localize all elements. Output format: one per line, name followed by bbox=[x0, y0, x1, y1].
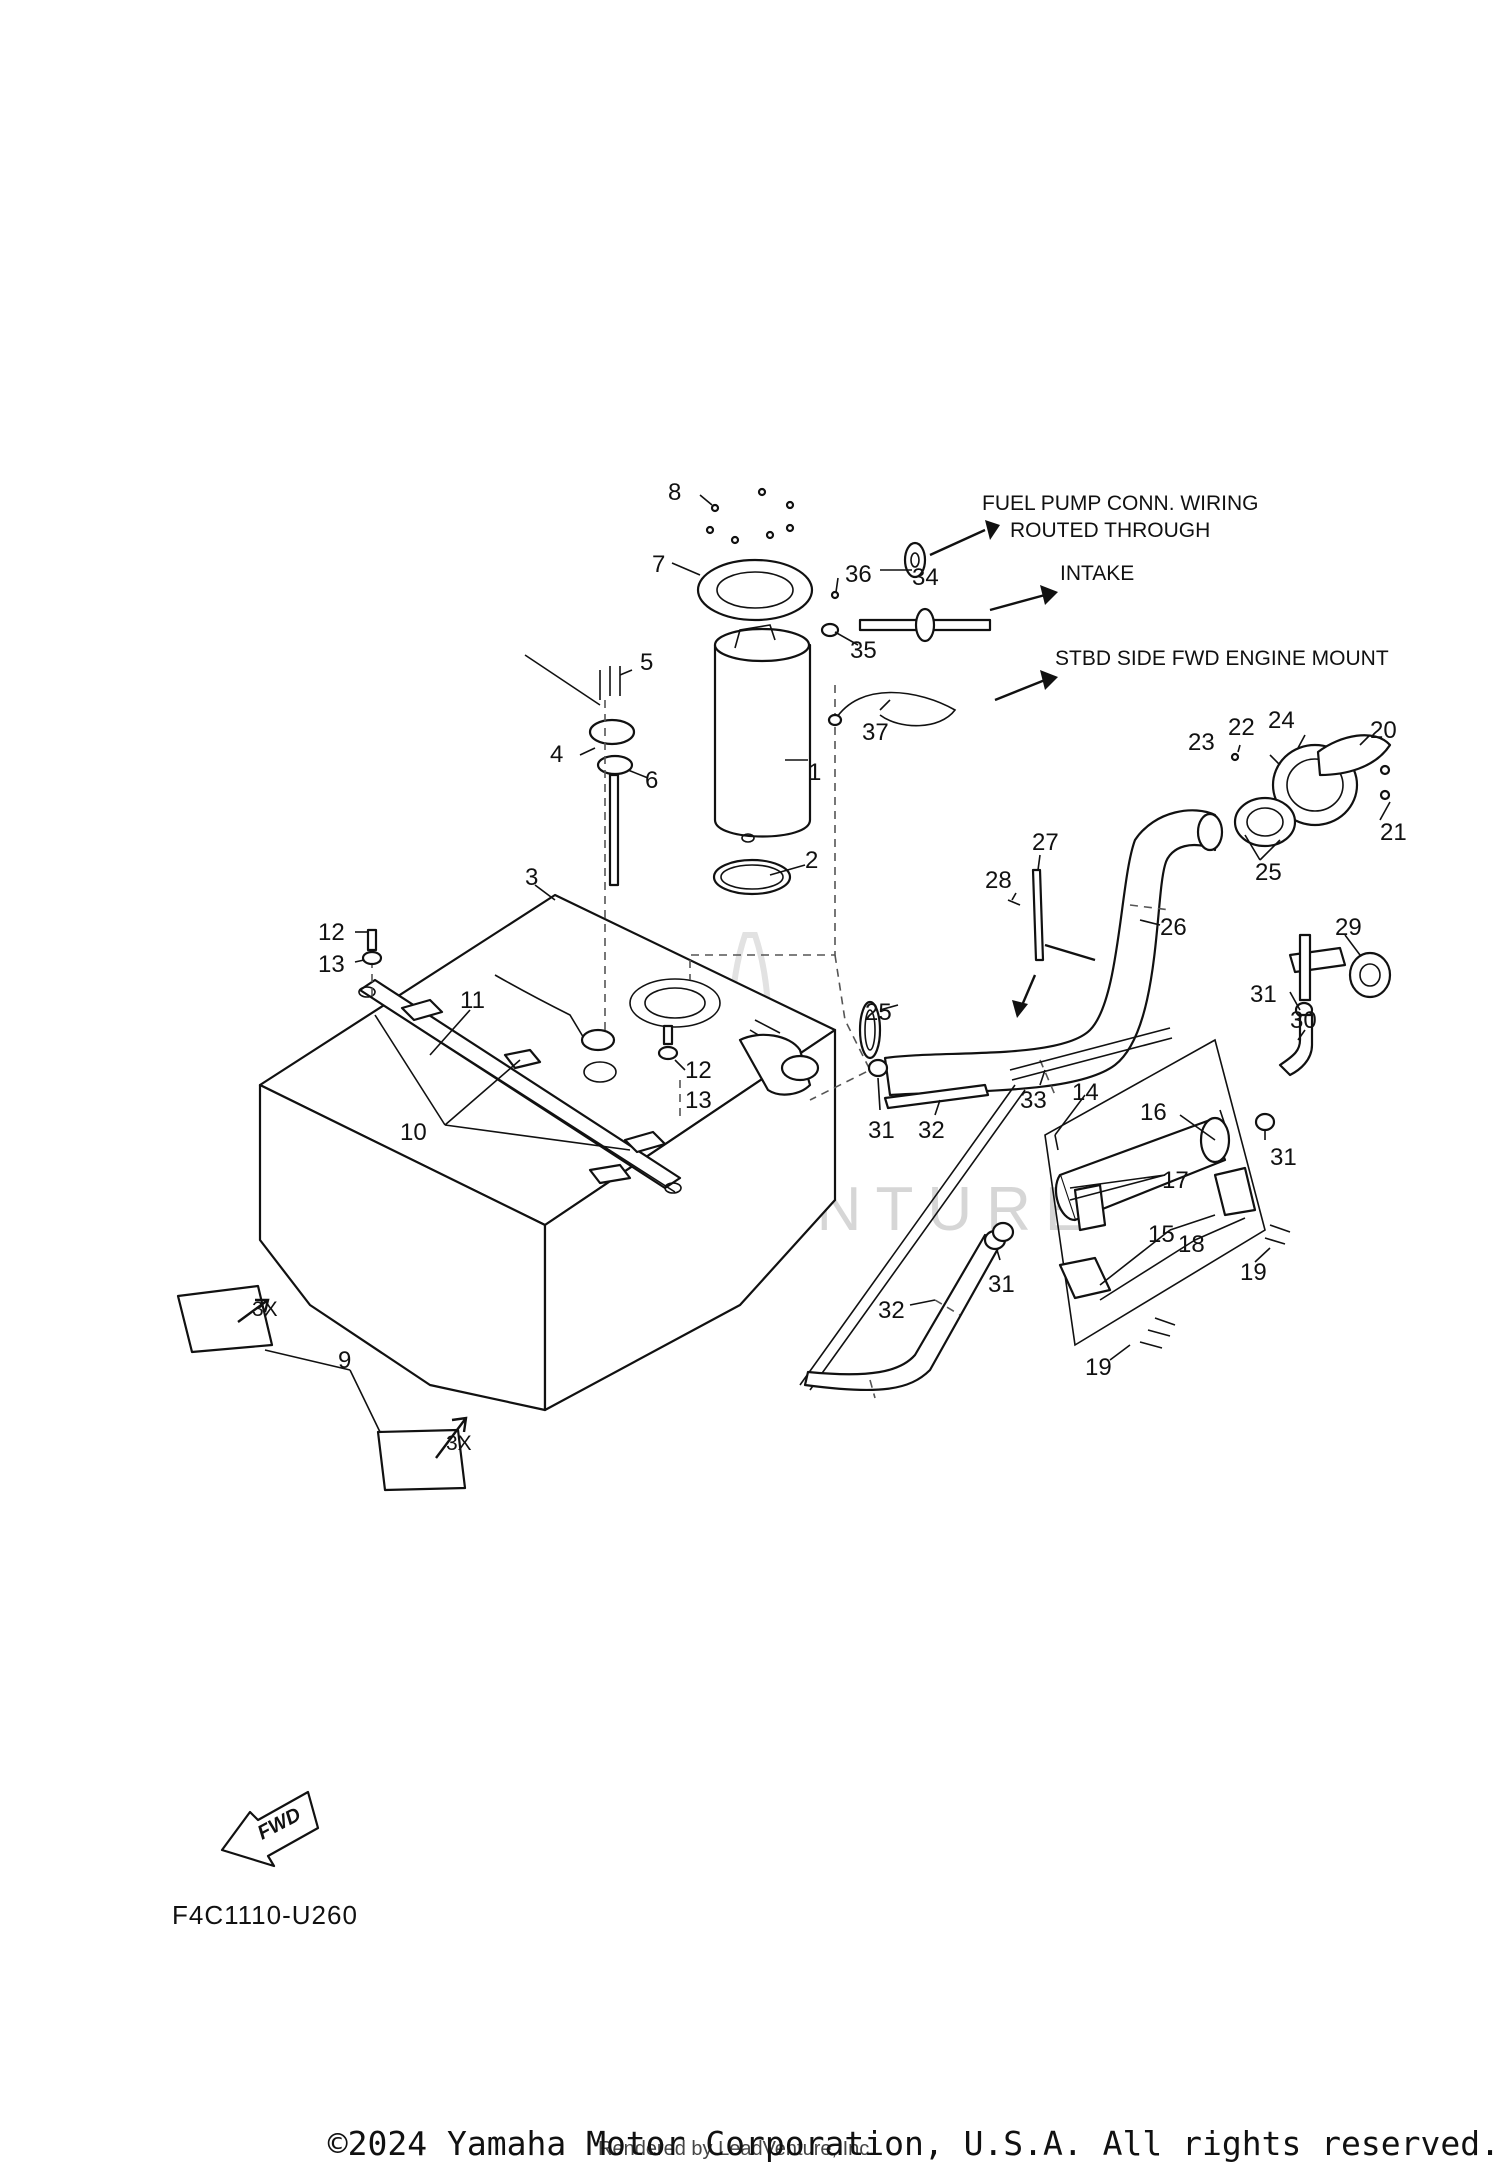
ring-screws bbox=[705, 487, 795, 545]
callout-32-lower: 32 bbox=[878, 1297, 905, 1324]
callout-32-top: 32 bbox=[918, 1117, 945, 1144]
fuel-pump bbox=[713, 624, 812, 843]
callout-20: 20 bbox=[1370, 717, 1397, 744]
pump-gasket bbox=[712, 858, 792, 896]
qty-mark-right: 3X bbox=[446, 1432, 472, 1455]
callout-8: 8 bbox=[668, 479, 681, 506]
callout-21: 21 bbox=[1380, 819, 1407, 846]
callout-5: 5 bbox=[640, 649, 653, 676]
callout-28: 28 bbox=[985, 867, 1012, 894]
callout-16: 16 bbox=[1140, 1099, 1167, 1126]
fwd-arrow: FWD bbox=[220, 1790, 320, 1868]
callout-numbers: 1 2 3 4 5 6 7 8 9 10 11 12 13 12 13 14 1… bbox=[318, 479, 1407, 1381]
callout-10: 10 bbox=[400, 1119, 427, 1146]
callout-11: 11 bbox=[460, 987, 485, 1014]
callout-31-lower: 31 bbox=[988, 1271, 1015, 1298]
callout-37: 37 bbox=[862, 719, 889, 746]
callout-14: 14 bbox=[1072, 1079, 1099, 1106]
callout-31-tank: 31 bbox=[868, 1117, 895, 1144]
bushings bbox=[820, 541, 992, 727]
qty-mark-left: 3X bbox=[252, 1298, 278, 1321]
callout-1: 1 bbox=[808, 759, 821, 786]
callout-23: 23 bbox=[1188, 729, 1215, 756]
callout-31-right: 31 bbox=[1270, 1144, 1297, 1171]
tank-strap bbox=[358, 978, 682, 1194]
callout-33: 33 bbox=[1020, 1087, 1047, 1114]
callout-6: 6 bbox=[645, 767, 658, 794]
callout-22: 22 bbox=[1228, 714, 1255, 741]
callout-26: 26 bbox=[1160, 914, 1187, 941]
fuel-tank bbox=[258, 893, 837, 1412]
note-fuel-pump-line1: FUEL PUMP CONN. WIRING bbox=[982, 492, 1259, 515]
callout-9: 9 bbox=[338, 1347, 351, 1374]
check-valve bbox=[1254, 933, 1392, 1132]
callout-34: 34 bbox=[912, 564, 939, 591]
level-sensor-on-tank bbox=[494, 974, 616, 1052]
routing-arrows bbox=[929, 520, 1058, 702]
leader-lines bbox=[264, 494, 1391, 1433]
note-fuel-pump-line2: ROUTED THROUGH bbox=[1010, 519, 1210, 542]
filler-neck bbox=[738, 1033, 820, 1096]
callout-30: 30 bbox=[1290, 1007, 1317, 1034]
callout-36: 36 bbox=[845, 561, 872, 588]
note-intake: INTAKE bbox=[1060, 562, 1134, 585]
callout-24: 24 bbox=[1268, 707, 1295, 734]
callout-29: 29 bbox=[1335, 914, 1362, 941]
callout-31-top: 31 bbox=[1250, 981, 1277, 1008]
callout-27: 27 bbox=[1032, 829, 1059, 856]
level-sender bbox=[524, 654, 636, 887]
note-engine-mount: STBD SIDE FWD ENGINE MOUNT bbox=[1055, 647, 1389, 670]
callout-2: 2 bbox=[805, 847, 818, 874]
callout-12-right: 12 bbox=[685, 1057, 712, 1084]
strap-bolts bbox=[361, 928, 679, 1061]
callout-4: 4 bbox=[550, 741, 563, 768]
callout-7: 7 bbox=[652, 551, 665, 578]
callout-15: 15 bbox=[1148, 1221, 1175, 1248]
callout-25-tank: 25 bbox=[865, 999, 892, 1026]
filler-cap bbox=[1230, 734, 1392, 848]
copyright-notice: ©2024 Yamaha Motor Corporation, U.S.A. A… bbox=[327, 2124, 1500, 2163]
callout-18: 18 bbox=[1178, 1231, 1205, 1258]
callout-17: 17 bbox=[1162, 1167, 1189, 1194]
tank-pads: 3X 3X bbox=[176, 1284, 472, 1492]
callout-35: 35 bbox=[850, 637, 877, 664]
callout-19-right: 19 bbox=[1240, 1259, 1267, 1286]
pump-ring bbox=[696, 558, 814, 622]
callout-12-left: 12 bbox=[318, 919, 345, 946]
rendered-by: Rendered by LeadVenture, Inc. bbox=[598, 2138, 875, 2160]
callout-13-right: 13 bbox=[685, 1087, 712, 1114]
diagram-code: F4C1110-U260 bbox=[172, 1900, 358, 1930]
callout-3: 3 bbox=[525, 864, 538, 891]
callout-13-left: 13 bbox=[318, 951, 345, 978]
hose-tie bbox=[1007, 868, 1096, 1018]
tank-clamps bbox=[858, 1000, 889, 1078]
filler-hose bbox=[883, 809, 1224, 1097]
callout-19-lower: 19 bbox=[1085, 1354, 1112, 1381]
routing-notes: FUEL PUMP CONN. WIRING ROUTED THROUGH IN… bbox=[982, 492, 1389, 670]
callout-25-cap: 25 bbox=[1255, 859, 1282, 886]
